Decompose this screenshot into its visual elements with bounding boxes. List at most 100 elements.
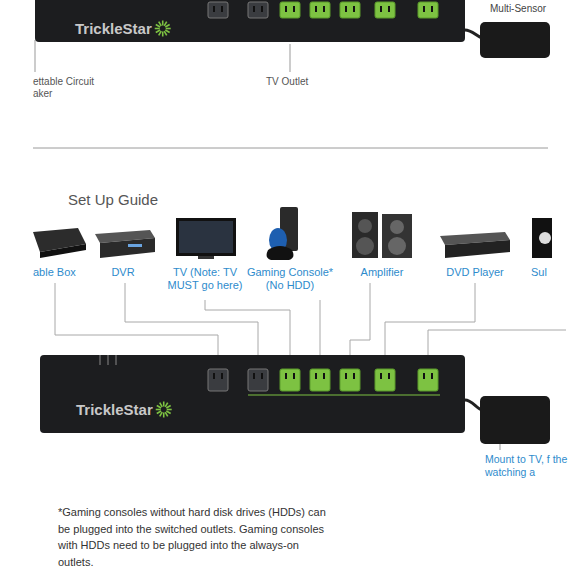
- footnote: *Gaming consoles without hard disk drive…: [58, 504, 326, 570]
- brand-logo: [157, 411, 161, 414]
- label-wrap: Amplifier: [347, 266, 417, 279]
- brand-logo: [167, 409, 172, 411]
- strip-art: [40, 355, 465, 433]
- outlet-slot: [431, 373, 433, 379]
- outlet: [340, 369, 360, 391]
- brand-holder: TrickleStar: [76, 401, 153, 418]
- switched-bar: [248, 395, 440, 396]
- outlet: [310, 369, 330, 391]
- subwoofer-icon: [532, 218, 552, 258]
- multi-sensor: [480, 396, 550, 444]
- brand-logo: [162, 32, 164, 37]
- label-wrap: Mount to TV, f the watching a: [485, 453, 571, 478]
- callout-label: Gaming Console* (No HDD): [242, 266, 338, 292]
- leader-line: [290, 44, 291, 72]
- label-wrap: DVD Player: [435, 266, 515, 279]
- outlet: [248, 369, 268, 391]
- indicator: [108, 355, 109, 365]
- brand-logo: [156, 25, 160, 28]
- outlet-slot: [285, 373, 287, 379]
- outlet-slot: [423, 6, 425, 12]
- outlet-slot: [353, 373, 355, 379]
- outlet-slot: [293, 6, 295, 12]
- callout-label: Sul: [531, 266, 571, 279]
- outlet-slot: [315, 373, 317, 379]
- callout-label: Mount to TV, f the watching a: [485, 453, 571, 478]
- callout-label: ettable Circuit aker: [33, 76, 113, 100]
- brand-holder: TrickleStar: [75, 20, 152, 37]
- outlet-slot: [323, 373, 325, 379]
- outlet-slot: [323, 6, 325, 12]
- label-wrap: TV (Note: TV MUST go here): [165, 266, 245, 292]
- separator-line: [33, 148, 548, 149]
- outlet-slot: [221, 373, 223, 379]
- label-wrap: ettable Circuit aker: [33, 76, 113, 100]
- indicator: [100, 355, 101, 365]
- brand-logo: [157, 406, 161, 409]
- leader-line: [500, 444, 501, 450]
- outlet: [310, 2, 330, 18]
- label-wrap: Gaming Console* (No HDD): [242, 266, 338, 292]
- outlet: [280, 2, 300, 18]
- brand-logo: [166, 28, 171, 30]
- callout-label: DVR: [93, 266, 153, 279]
- outlet-slot: [388, 373, 390, 379]
- outlet-slot: [315, 6, 317, 12]
- multi-sensor: [480, 22, 550, 58]
- callout-label: TV Outlet: [266, 76, 326, 88]
- brand-name: TrickleStar: [75, 20, 152, 37]
- label-wrap: TV Outlet: [266, 76, 326, 88]
- indicator: [116, 355, 117, 365]
- callout-label: Multi-Sensor: [490, 3, 570, 15]
- callout-label: Amplifier: [347, 266, 417, 279]
- outlet: [340, 2, 360, 18]
- outlet: [375, 2, 395, 18]
- brand-logo: [163, 413, 165, 418]
- outlet: [280, 369, 300, 391]
- brand-logo: [164, 31, 167, 35]
- sensor-cable: [465, 400, 482, 410]
- outlet: [418, 369, 438, 391]
- callout-label: DVD Player: [435, 266, 515, 279]
- dvr-icon: [95, 230, 155, 258]
- brand-logo: [166, 411, 170, 414]
- outlet-slot: [380, 373, 382, 379]
- label-wrap: *Gaming consoles without hard disk drive…: [58, 504, 326, 570]
- brand-logo: [165, 30, 169, 33]
- power-strip: TrickleStar: [35, 0, 465, 42]
- brand-logo: [164, 22, 167, 26]
- brand-name: TrickleStar: [76, 401, 153, 418]
- brand-logo: [165, 25, 169, 28]
- tv-icon: [176, 218, 236, 259]
- sensor-cable: [465, 30, 482, 38]
- outlet-slot: [423, 373, 425, 379]
- brand-logo: [159, 22, 162, 26]
- cable-box-icon: [33, 228, 86, 258]
- label-wrap: able Box: [33, 266, 103, 279]
- outlet-slot: [213, 6, 215, 12]
- brand-logo: [166, 406, 170, 409]
- dvd-player-icon: [440, 232, 510, 258]
- brand-logo: [163, 402, 165, 407]
- console-icon: [267, 207, 298, 260]
- brand-logo: [156, 30, 160, 33]
- brand-logo: [159, 31, 162, 35]
- outlet-slot: [293, 373, 295, 379]
- outlet-slot: [261, 6, 263, 12]
- callout-label: TV (Note: TV MUST go here): [165, 266, 245, 292]
- outlet: [375, 369, 395, 391]
- brand-logo: [160, 403, 163, 407]
- leader-lines: [55, 283, 566, 357]
- outlet: [208, 369, 228, 391]
- brand-logo: [165, 412, 168, 416]
- outlet-slot: [380, 6, 382, 12]
- brand-logo: [156, 409, 161, 411]
- outlet-slot: [253, 6, 255, 12]
- amplifier-icon: [352, 212, 412, 258]
- outlet: [418, 2, 438, 18]
- callout-label: able Box: [33, 266, 103, 279]
- outlet-slot: [213, 373, 215, 379]
- outlet-slot: [253, 373, 255, 379]
- brand-logo: [160, 412, 163, 416]
